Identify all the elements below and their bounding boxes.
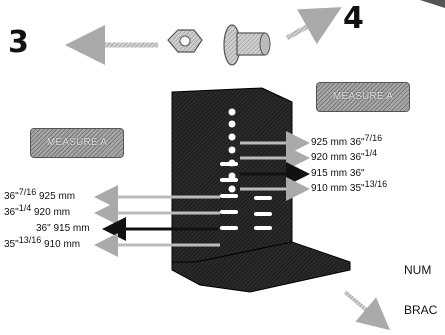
left-label-915: 36" 915 mm <box>36 223 90 234</box>
nut-icon <box>167 29 203 53</box>
bracket-base <box>171 241 351 293</box>
right-label-925: 925 mm 36"7/16 <box>311 133 383 148</box>
side-text-num: NUM <box>404 263 432 277</box>
arrow-to-step-4 <box>285 7 342 45</box>
step-number-4: 4 <box>343 1 364 36</box>
corner-fragment <box>420 0 445 8</box>
right-label-915: 915 mm 36" <box>311 168 365 179</box>
right-label-910: 910 mm 35"13/16 <box>311 179 388 194</box>
step-number-3: 3 <box>8 25 29 60</box>
slot-column-left <box>220 162 272 230</box>
measure-a-badge-right: MEASURE A <box>316 82 410 112</box>
left-label-910: 35"13/16 910 mm <box>4 235 81 250</box>
left-label-925: 36"7/16 925 mm <box>4 187 76 202</box>
right-label-920: 920 mm 36"1/4 <box>311 148 378 163</box>
arrow-lower-right <box>343 290 391 331</box>
side-text-brac: BRAC <box>404 303 438 317</box>
bolt-icon <box>223 24 271 66</box>
measure-a-badge-left: MEASURE A <box>30 128 124 158</box>
left-label-920: 36"1/4 920 mm <box>4 203 71 218</box>
